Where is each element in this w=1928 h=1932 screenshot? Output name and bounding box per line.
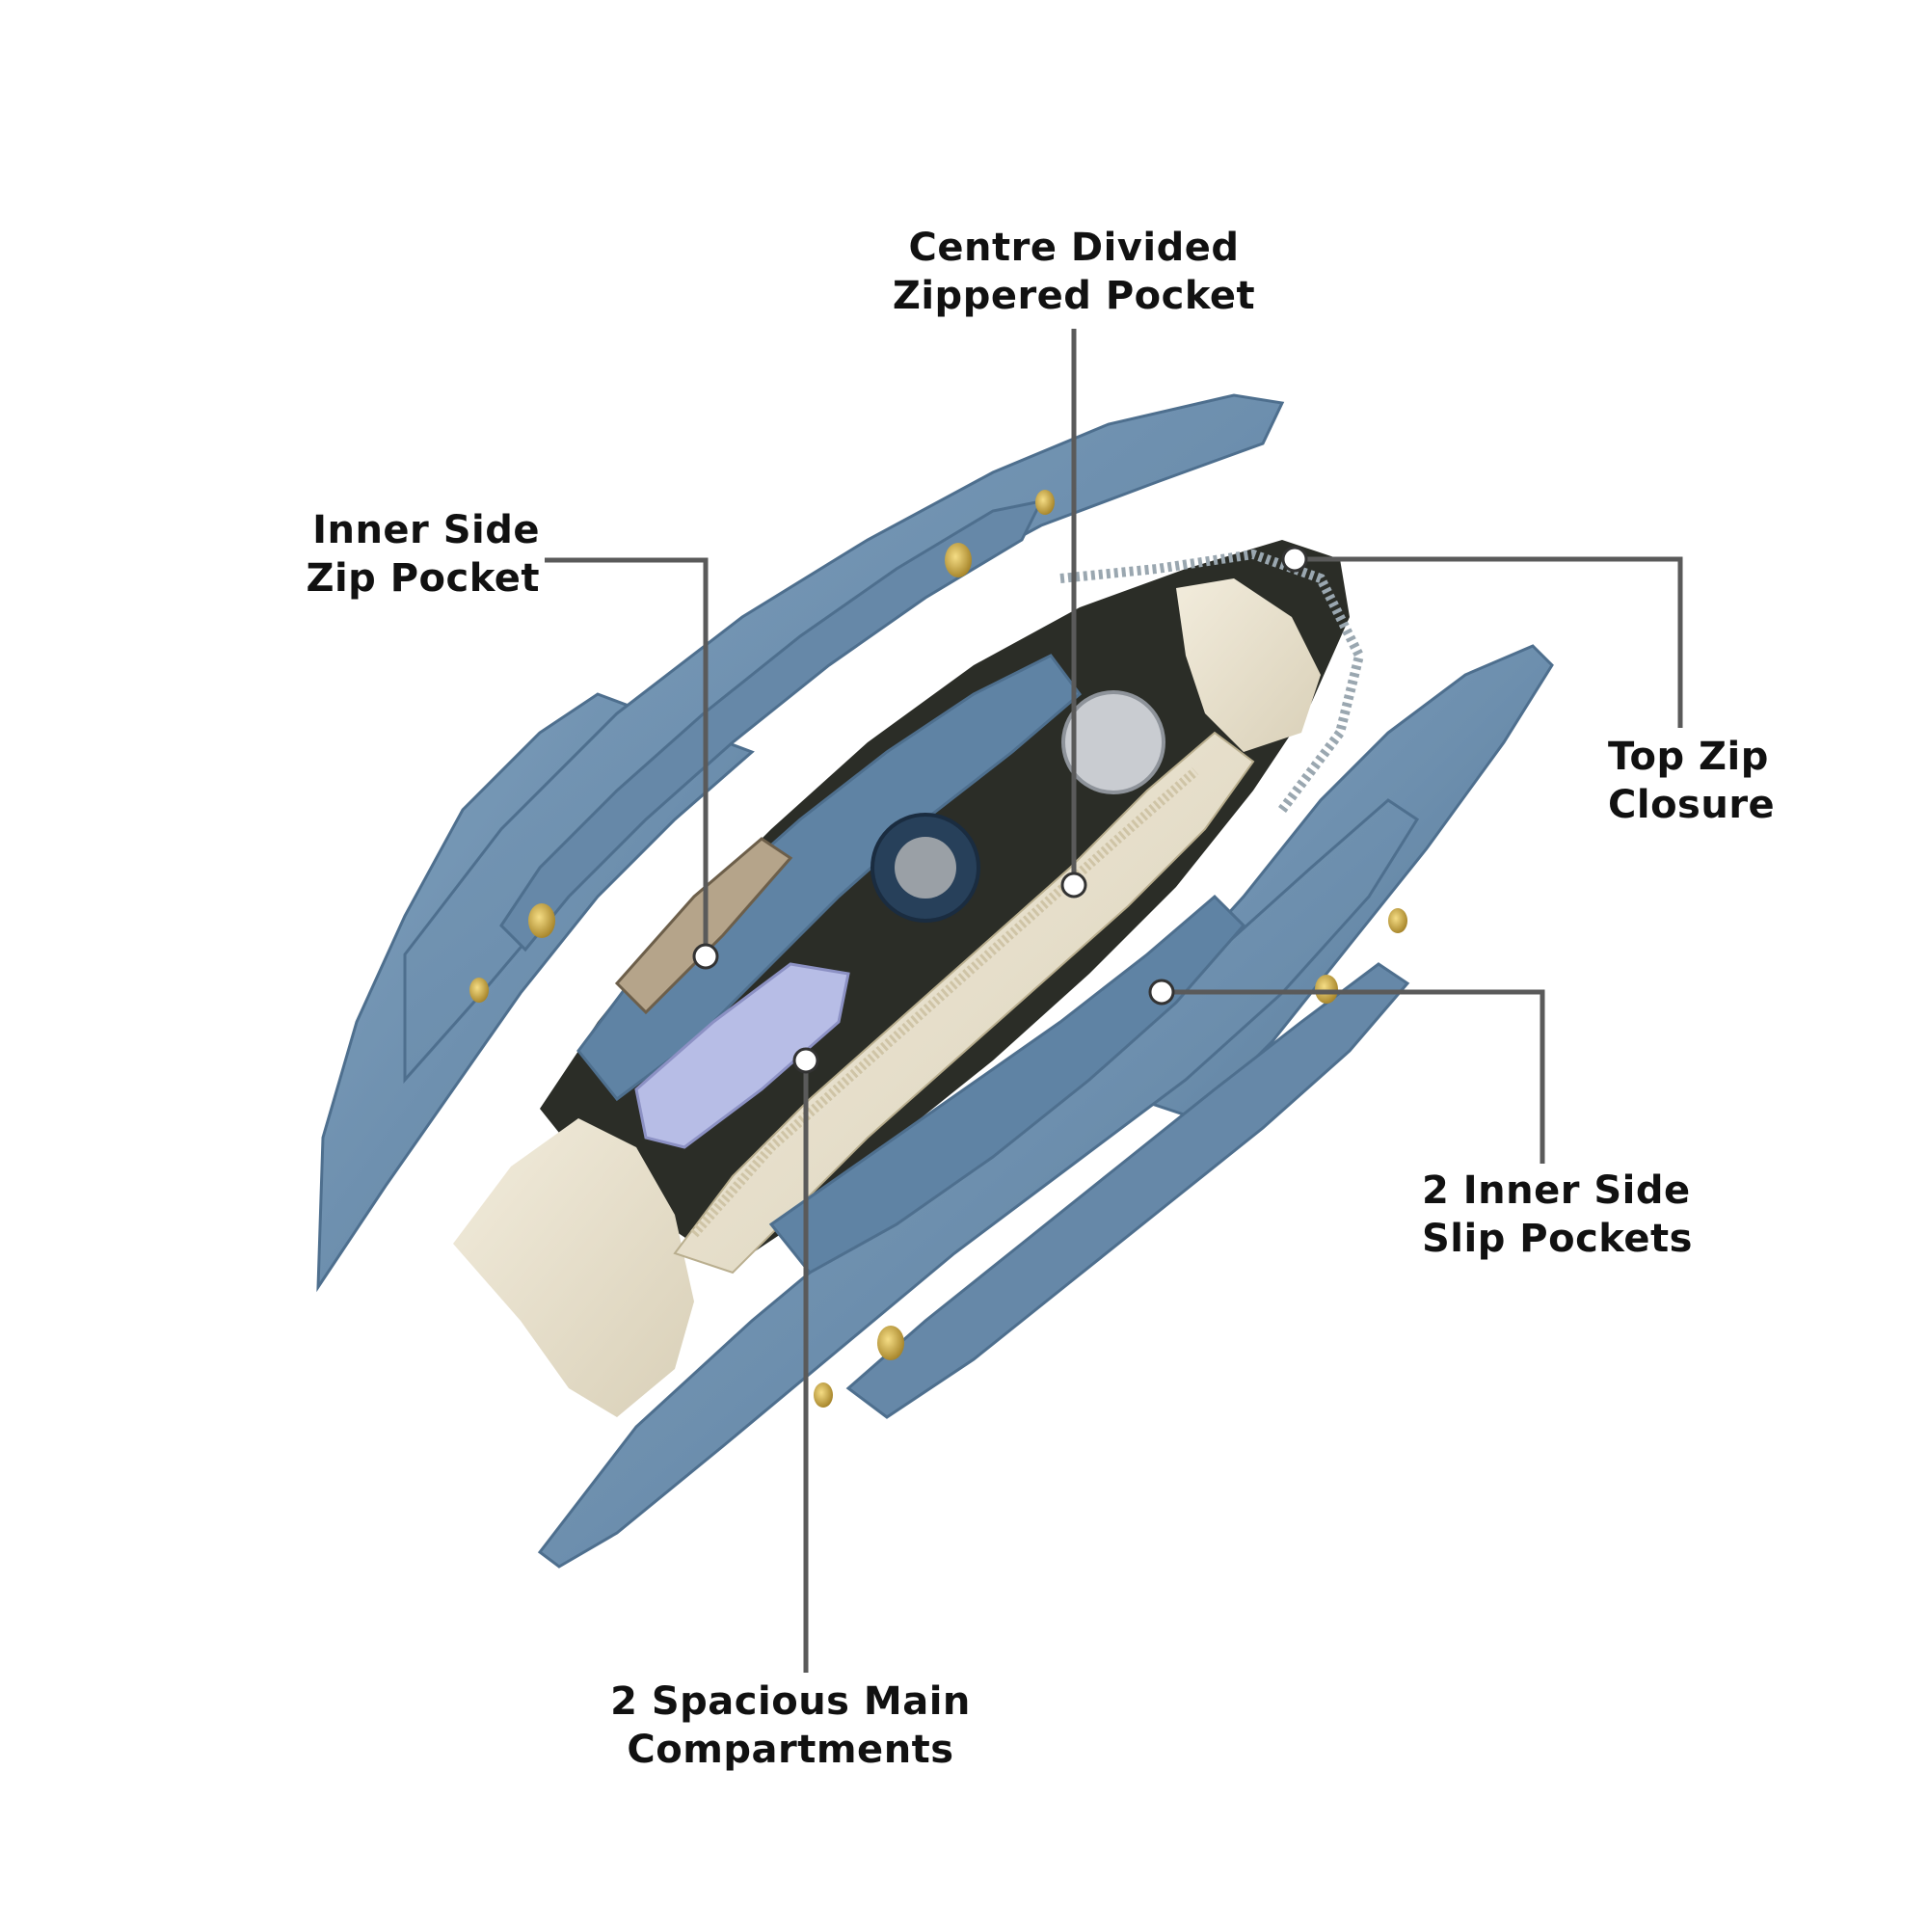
label-slip-line2: Slip Pockets <box>1422 1217 1693 1261</box>
lining-end-right <box>1176 578 1321 752</box>
label-main-compartments: 2 Spacious Main Compartments <box>588 1677 993 1774</box>
gold-ring-2 <box>1035 490 1055 515</box>
label-main-line1: 2 Spacious Main <box>610 1679 971 1724</box>
label-inner-side-line1: Inner Side <box>312 508 540 552</box>
gold-ring-6 <box>814 1382 833 1408</box>
label-centre-divided-pocket: Centre Divided Zippered Pocket <box>881 224 1267 320</box>
gold-ring-3 <box>528 903 555 938</box>
lining-end-left <box>453 1118 694 1417</box>
dot-main-compartments <box>792 1047 819 1074</box>
label-centre-line1: Centre Divided <box>908 226 1240 270</box>
label-centre-line2: Zippered Pocket <box>892 274 1256 318</box>
leader-slip-pockets <box>1162 989 1545 1164</box>
top-zipper <box>1059 549 1365 813</box>
label-main-line2: Compartments <box>627 1728 954 1772</box>
label-slip-pockets: 2 Inner Side Slip Pockets <box>1422 1167 1730 1263</box>
inner-side-slip-pocket <box>768 894 1246 1275</box>
label-top-zip-line1: Top Zip <box>1608 735 1769 779</box>
gold-ring-1 <box>945 543 972 577</box>
handle-top <box>499 498 1044 953</box>
callout-dots <box>692 546 1308 1074</box>
label-inner-side-line2: Zip Pocket <box>306 556 540 601</box>
label-top-zip-line2: Closure <box>1608 783 1776 827</box>
handles <box>469 490 1410 1419</box>
leader-lines <box>545 329 1683 1673</box>
gold-ring-4 <box>469 978 489 1003</box>
gold-ring-7 <box>1315 975 1338 1004</box>
centre-divider-zipper <box>690 767 1199 1238</box>
centre-divider-pocket <box>673 731 1255 1275</box>
gold-ring-5 <box>877 1326 904 1360</box>
gold-ring-8 <box>1388 908 1407 933</box>
label-slip-line1: 2 Inner Side <box>1422 1168 1691 1213</box>
leader-inner-side-zip <box>545 557 709 956</box>
handle-bottom <box>845 962 1410 1419</box>
label-inner-side-zip-pocket: Inner Side Zip Pocket <box>251 506 540 603</box>
dot-centre-pocket <box>1060 872 1087 899</box>
dot-slip-pockets <box>1148 979 1175 1006</box>
jar-lid <box>1061 690 1165 794</box>
label-top-zip-closure: Top Zip Closure <box>1608 733 1839 829</box>
tin-label <box>895 837 956 899</box>
dot-inner-side-zip <box>692 943 719 970</box>
leader-top-zip <box>1295 556 1683 728</box>
dot-top-zip <box>1281 546 1308 573</box>
purple-pouch <box>634 962 850 1149</box>
